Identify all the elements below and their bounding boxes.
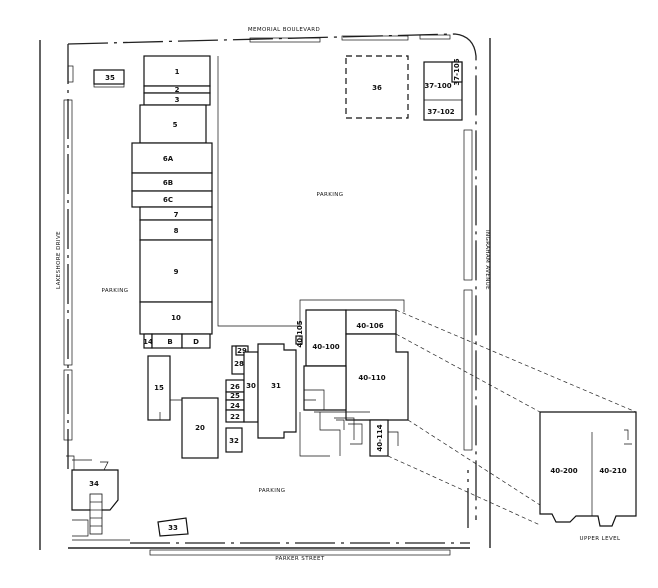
building-d[interactable] — [181, 333, 211, 349]
building-7-label: 7 — [174, 211, 179, 219]
road-edges — [39, 38, 491, 550]
building-6b-label: 6B — [163, 179, 173, 187]
building-10-label: 10 — [171, 314, 181, 322]
parking-label-north: PARKING — [317, 192, 344, 198]
building-36-label: 36 — [372, 84, 382, 92]
building-34[interactable] — [71, 469, 119, 511]
building-stack-west — [131, 55, 213, 349]
building-9-label: 9 — [174, 268, 179, 276]
building-32[interactable] — [225, 427, 243, 453]
site-boundary — [67, 33, 477, 544]
building-22-label: 22 — [230, 413, 240, 421]
parking-stalls — [72, 493, 130, 541]
building-40-114-label: 40-114 — [376, 424, 384, 451]
building-32-label: 32 — [229, 437, 239, 445]
building-3-label: 3 — [175, 96, 180, 104]
building-40-100[interactable] — [305, 309, 347, 367]
building-40-200-label: 40-200 — [550, 467, 577, 475]
street-name-ingraham-avenue: INGRAHAM AVENUE — [484, 230, 490, 290]
building-31-label: 31 — [271, 382, 281, 390]
building-40-106-label: 40-106 — [356, 322, 383, 330]
building-14-label: 14 — [143, 338, 153, 346]
building-33[interactable] — [157, 517, 189, 537]
parking-label-west: PARKING — [102, 288, 129, 294]
upper-level-building — [539, 411, 637, 527]
building-8-label: 8 — [174, 227, 179, 235]
building-d-label: D — [193, 338, 199, 346]
building-37-105[interactable] — [451, 61, 463, 83]
building-6c-label: 6C — [163, 196, 173, 204]
building-5-label: 5 — [173, 121, 178, 129]
building-35-label: 35 — [105, 74, 115, 82]
building-29[interactable] — [235, 345, 249, 356]
building-6a-label: 6A — [163, 155, 174, 163]
building-40-110-label: 40-110 — [358, 374, 385, 382]
building-40-105-label: 40-105 — [296, 320, 304, 347]
upper-level-label: UPPER LEVEL — [580, 536, 621, 542]
parking-boundary — [217, 56, 405, 327]
building-40-105[interactable] — [295, 335, 303, 345]
street-name-parker-street: PARKER STREET — [275, 556, 325, 562]
building-33-label: 33 — [168, 524, 178, 532]
building-30-label: 30 — [246, 382, 256, 390]
building-36[interactable] — [345, 55, 409, 119]
building-2-label: 2 — [175, 86, 180, 94]
sidewalk-strips — [63, 34, 473, 556]
parking-label-south: PARKING — [259, 488, 286, 494]
building-1[interactable] — [143, 55, 211, 87]
building-10[interactable] — [139, 301, 213, 335]
building-40-100-label: 40-100 — [312, 343, 339, 351]
building-40-114[interactable] — [369, 419, 389, 457]
building-28-label: 28 — [234, 360, 244, 368]
building-20[interactable] — [181, 397, 219, 459]
building-9[interactable] — [139, 239, 213, 303]
building-26-label: 26 — [230, 383, 240, 391]
street-name-memorial-boulevard: MEMORIAL BOULEVARD — [248, 27, 320, 33]
upper-level-inset: 40-200 40-210 UPPER LEVEL — [387, 309, 637, 542]
building-29-label: 29 — [237, 347, 247, 355]
building-15-label: 15 — [154, 384, 164, 392]
building-37-102-label: 37-102 — [427, 108, 454, 116]
building-20-label: 20 — [195, 424, 205, 432]
building-6a[interactable] — [131, 142, 213, 174]
building-25-label: 25 — [230, 392, 240, 400]
building-31[interactable] — [257, 343, 297, 439]
building-37-100-label: 37-100 — [424, 82, 451, 90]
building-b-label: B — [167, 338, 172, 346]
street-name-lakeshore-drive: LAKESHORE DRIVE — [56, 231, 62, 289]
building-34-label: 34 — [89, 480, 99, 488]
building-37-105-label: 37-105 — [453, 58, 461, 85]
building-24-label: 24 — [230, 402, 240, 410]
building-40-210-label: 40-210 — [599, 467, 626, 475]
building-1-label: 1 — [175, 68, 180, 76]
